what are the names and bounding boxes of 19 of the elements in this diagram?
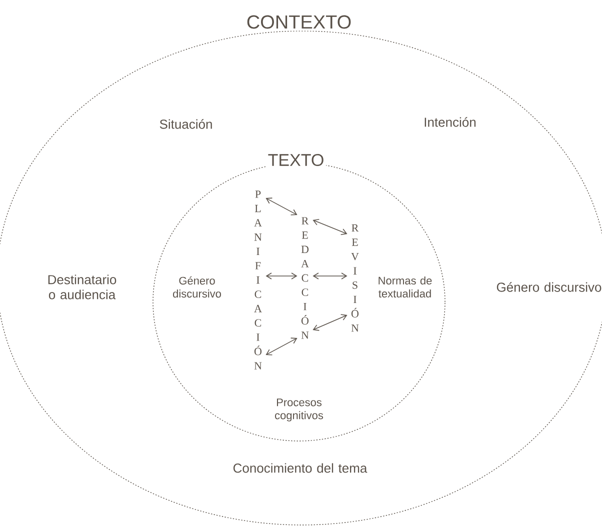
label: Género discursivo: [496, 282, 602, 292]
vertical-word: REVISIÓN: [351, 224, 359, 332]
double-arrow: [312, 272, 348, 280]
heading: CONTEXTO: [244, 13, 354, 31]
heading: TEXTO: [266, 152, 326, 168]
double-arrow: [312, 218, 348, 235]
label: Situación: [160, 119, 212, 129]
label: Normas de textualidad: [378, 276, 432, 298]
label: Destinatario o audiencia: [48, 274, 116, 300]
label: Género discursivo: [173, 276, 221, 298]
label: Intención: [424, 117, 476, 127]
vertical-word: REDACCIÓN: [301, 217, 309, 339]
label: Conocimiento del tema: [233, 463, 368, 473]
double-arrow: [266, 272, 298, 280]
vertical-word: PLANIFICACIÓN: [254, 190, 262, 370]
double-arrow: [312, 314, 348, 331]
double-arrow: [266, 338, 298, 356]
double-arrow: [266, 198, 298, 216]
label: Procesos cognitivos: [275, 398, 324, 422]
